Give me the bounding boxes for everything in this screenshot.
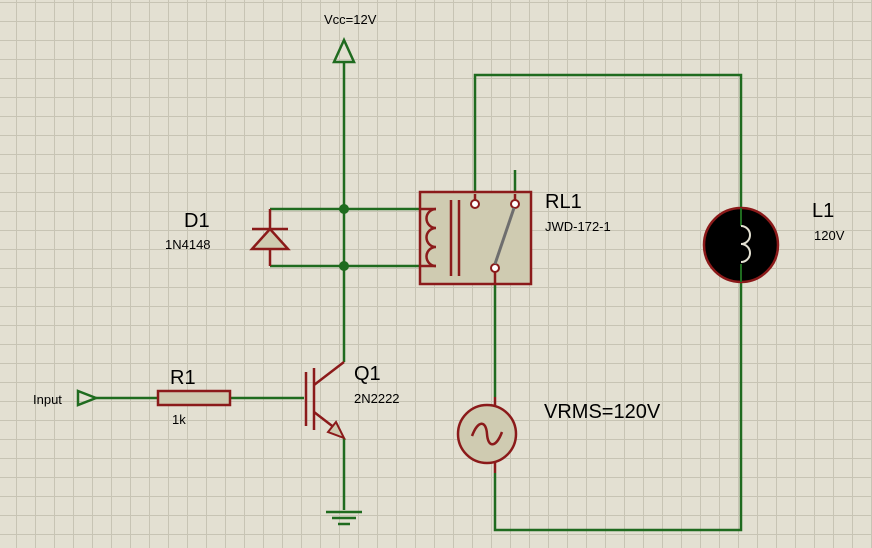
power-arrow-icon [332,36,356,64]
transistor-value: 2N2222 [354,391,400,406]
lamp-l1[interactable]: L1 120V [702,200,845,284]
transistor-q1[interactable]: Q1 2N2222 [304,361,400,440]
vcc-label: Vcc=12V [324,12,377,27]
relay-coil-icon [425,207,437,268]
transistor-ref: Q1 [354,363,381,385]
input-label: Input [33,392,62,407]
diode-ref: D1 [184,210,210,232]
relay-common-contact [490,263,500,273]
resistor-ref: R1 [170,367,196,389]
relay-nc-contact [510,199,520,209]
ac-source-label: VRMS=120V [544,401,661,423]
resistor-value: 1k [172,412,186,427]
transistor-collector [313,361,345,386]
ground-icon [326,510,362,526]
sine-wave-icon [470,422,504,446]
relay-ref: RL1 [545,191,582,213]
resistor-body [156,389,232,407]
diode-value: 1N4148 [165,237,211,252]
resistor-r1[interactable]: R1 1k [156,367,232,427]
lamp-value: 120V [814,228,845,243]
wires [96,62,743,532]
relay-value: JWD-172-1 [545,219,611,234]
relay-rl1[interactable]: RL1 JWD-172-1 [418,190,611,286]
junction-dot [339,204,349,214]
junction-dot [339,261,349,271]
input-terminal-icon [76,389,100,407]
lamp-ref: L1 [812,200,834,222]
relay-no-contact [470,199,480,209]
diode-d1[interactable]: D1 1N4148 [165,209,291,266]
lamp-filament-icon [740,225,751,263]
diode-triangle-icon [249,227,291,251]
emitter-arrow-icon [326,420,347,440]
input-terminal[interactable]: Input [33,389,100,407]
relay-switch-arm [493,207,516,265]
ac-source[interactable]: VRMS=120V [456,397,661,473]
vcc-terminal[interactable]: Vcc=12V [324,12,377,64]
